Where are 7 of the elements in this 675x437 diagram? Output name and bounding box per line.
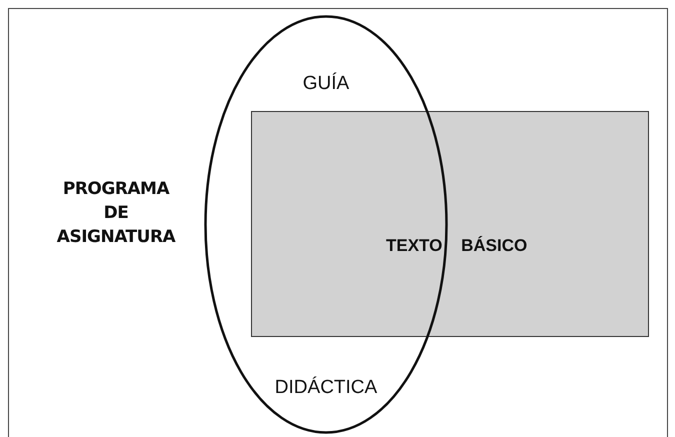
shaded-rectangle [251,111,649,337]
side-label: PROGRAMA DE ASIGNATURA [56,178,176,249]
ellipse-label: DIDÁCTICA [274,377,378,399]
frame-box [8,8,668,437]
box-label: TEXTO BÁSICO [386,236,528,256]
ellipse-label: GUÍA [302,73,350,95]
ellipse [204,15,448,434]
